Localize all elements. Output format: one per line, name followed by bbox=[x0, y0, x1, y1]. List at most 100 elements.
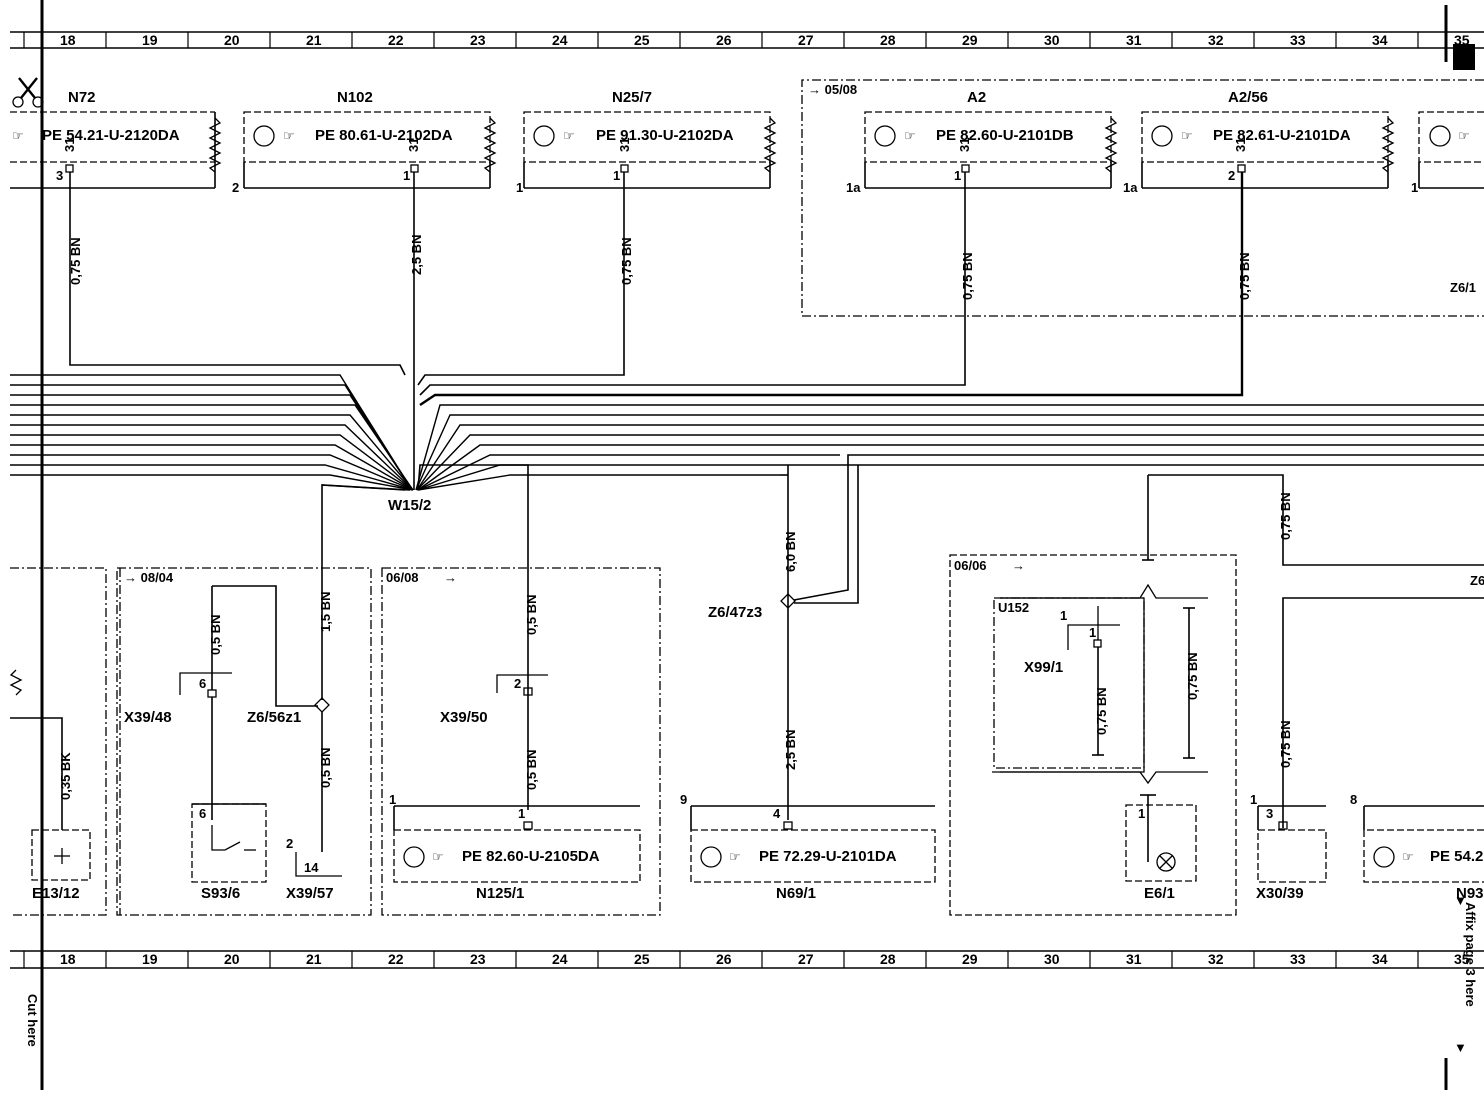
ruler-column-top-21: 21 bbox=[306, 32, 322, 48]
n102-ref: PE 80.61-U-2102DA bbox=[315, 127, 453, 144]
group-08-04-label: → 08/04 bbox=[124, 570, 174, 585]
wire-u152-label: 0,75 BN bbox=[1185, 652, 1200, 700]
ruler-column-top-33: 33 bbox=[1290, 32, 1306, 48]
a2-pin: 1 bbox=[954, 168, 961, 183]
ruler-column-bottom-31: 31 bbox=[1126, 951, 1142, 967]
top-wires: 0,75 BN 2,5 BN 0,75 BN 0,75 BN 0,75 BN bbox=[68, 172, 1252, 490]
ruler-column-top-27: 27 bbox=[798, 32, 814, 48]
x39-57-side-pin: 2 bbox=[286, 836, 293, 851]
wire-z6-47z3-b bbox=[793, 454, 1484, 601]
group-05-08-label: → 05/08 bbox=[808, 82, 857, 97]
component-n72: N72 ☞ PE 54.21-U-2120DA 31 3 bbox=[10, 89, 222, 189]
component-n69-1: 9 4 ☞ PE 72.29-U-2101DA N69/1 bbox=[680, 792, 936, 902]
ruler-column-bottom-35: 35 bbox=[1454, 951, 1470, 967]
cut-here-text: Cut here bbox=[25, 994, 40, 1047]
affix-text: Affix page 3 here bbox=[1463, 902, 1478, 1007]
ruler-column-bottom-29: 29 bbox=[962, 951, 978, 967]
page-marker bbox=[1453, 44, 1475, 70]
n125-1-pin: 1 bbox=[518, 806, 525, 821]
n93-ref: PE 54.2 bbox=[1430, 848, 1483, 865]
wire-n72-label: 0,75 BN bbox=[68, 237, 83, 285]
x99-1-label: X99/1 bbox=[1024, 659, 1063, 676]
e13-12-label: E13/12 bbox=[32, 885, 80, 902]
n72-label: N72 bbox=[68, 89, 96, 106]
x39-50-label: X39/50 bbox=[440, 709, 488, 726]
wire-x39-48-label: 0,5 BN bbox=[208, 615, 223, 655]
wire-n102-label: 2,5 BN bbox=[409, 235, 424, 275]
hand-pointer-icon: ☞ bbox=[432, 849, 444, 864]
group-05-08: → 05/08 Z6/1 bbox=[801, 79, 1484, 317]
group-06-06: 06/06 → U152 1 1 X99/1 0,75 BN 0,75 BN 1… bbox=[949, 554, 1237, 916]
column-ruler-top bbox=[10, 31, 1484, 49]
arrow-icon: → bbox=[1012, 558, 1025, 573]
x39-48-pin: 6 bbox=[199, 676, 206, 691]
wire-a2-56-label: 0,75 BN bbox=[1237, 252, 1252, 300]
wire-x30-39-label: 0,75 BN bbox=[1278, 720, 1293, 768]
n93-side-pin: 8 bbox=[1350, 792, 1357, 807]
component-a2: A2 ☞ PE 82.60-U-2101DB 31 1 1a bbox=[846, 89, 1118, 195]
wire-z6-56z1-label: 0,5 BN bbox=[318, 748, 333, 788]
x99-1-pin: 1 bbox=[1089, 625, 1096, 640]
n25-7-side-pin: 1 bbox=[516, 180, 523, 195]
splice-z6-1: Z6/1 bbox=[1450, 280, 1476, 295]
component-a2-56: A2/56 ☞ PE 82.61-U-2101DA 31 2 1a bbox=[1123, 89, 1395, 195]
x99-1-side-pin: 1 bbox=[1060, 608, 1067, 623]
n102-label: N102 bbox=[337, 89, 373, 106]
ruler-column-top-19: 19 bbox=[142, 32, 158, 48]
right-partial-side-pin: 1 bbox=[1411, 180, 1418, 195]
ruler-column-top-20: 20 bbox=[224, 32, 240, 48]
hand-pointer-icon: ☞ bbox=[283, 128, 295, 143]
wire-a2-label: 0,75 BN bbox=[960, 252, 975, 300]
n125-1-side-pin: 1 bbox=[389, 792, 396, 807]
n102-pin: 1 bbox=[403, 168, 410, 183]
a2-term: 31 bbox=[957, 138, 972, 152]
n93-label: N93 bbox=[1456, 885, 1484, 902]
x30-39-label: X30/39 bbox=[1256, 885, 1304, 902]
a2-ref: PE 82.60-U-2101DB bbox=[936, 127, 1074, 144]
ruler-column-top-22: 22 bbox=[388, 32, 404, 48]
wire-right-top-label: 0,75 BN bbox=[1278, 492, 1293, 540]
splice-w15-2: W15/2 bbox=[388, 497, 431, 514]
n102-term: 31 bbox=[406, 138, 421, 152]
splice-z6-right: Z6 bbox=[1470, 573, 1484, 588]
triangle-down-icon: ▼ bbox=[1454, 1040, 1467, 1055]
hand-pointer-icon: ☞ bbox=[563, 128, 575, 143]
n25-7-term: 31 bbox=[617, 138, 632, 152]
component-n25-7: N25/7 ☞ PE 91.30-U-2102DA 31 1 1 bbox=[516, 89, 777, 195]
wire-z6-47z3-c bbox=[794, 465, 859, 604]
e6-1-label: E6/1 bbox=[1144, 885, 1175, 902]
ruler-column-top-32: 32 bbox=[1208, 32, 1224, 48]
n102-side-pin: 2 bbox=[232, 180, 239, 195]
wire-x99-1-label: 0,75 BN bbox=[1094, 687, 1109, 735]
x39-57-pin: 14 bbox=[304, 860, 319, 875]
triangle-down-icon: ▼ bbox=[1454, 893, 1467, 908]
ruler-column-top-35: 35 bbox=[1454, 32, 1470, 48]
ruler-column-bottom-26: 26 bbox=[716, 951, 732, 967]
ruler-column-top-18: 18 bbox=[60, 32, 76, 48]
ruler-column-top-34: 34 bbox=[1372, 32, 1388, 48]
ruler-column-bottom-33: 33 bbox=[1290, 951, 1306, 967]
ruler-column-top-24: 24 bbox=[552, 32, 568, 48]
component-x30-39: 1 3 X30/39 bbox=[1250, 792, 1327, 902]
ruler-column-top-25: 25 bbox=[634, 32, 650, 48]
column-ruler-bottom bbox=[10, 950, 1484, 969]
wire-6-0bn-label: 6,0 BN bbox=[783, 532, 798, 572]
wire-0-35bk-label: 0,35 BK bbox=[58, 752, 73, 800]
ruler-column-bottom-19: 19 bbox=[142, 951, 158, 967]
u152-label: U152 bbox=[998, 600, 1029, 615]
ruler-column-bottom-30: 30 bbox=[1044, 951, 1060, 967]
ruler-column-top-31: 31 bbox=[1126, 32, 1142, 48]
s93-6-label: S93/6 bbox=[201, 885, 240, 902]
a2-56-label: A2/56 bbox=[1228, 89, 1268, 106]
n25-7-label: N25/7 bbox=[612, 89, 652, 106]
ruler-column-bottom-18: 18 bbox=[60, 951, 76, 967]
left-partial-box: 0,35 BK E13/12 bbox=[9, 567, 107, 916]
n72-pin: 3 bbox=[56, 168, 63, 183]
ruler-column-top-28: 28 bbox=[880, 32, 896, 48]
ruler-column-bottom-34: 34 bbox=[1372, 951, 1388, 967]
ruler-column-bottom-23: 23 bbox=[470, 951, 486, 967]
splice-z6-47z3: Z6/47z3 bbox=[708, 604, 762, 621]
ruler-column-bottom-21: 21 bbox=[306, 951, 322, 967]
ruler-column-bottom-22: 22 bbox=[388, 951, 404, 967]
x30-39-pin: 3 bbox=[1266, 806, 1273, 821]
